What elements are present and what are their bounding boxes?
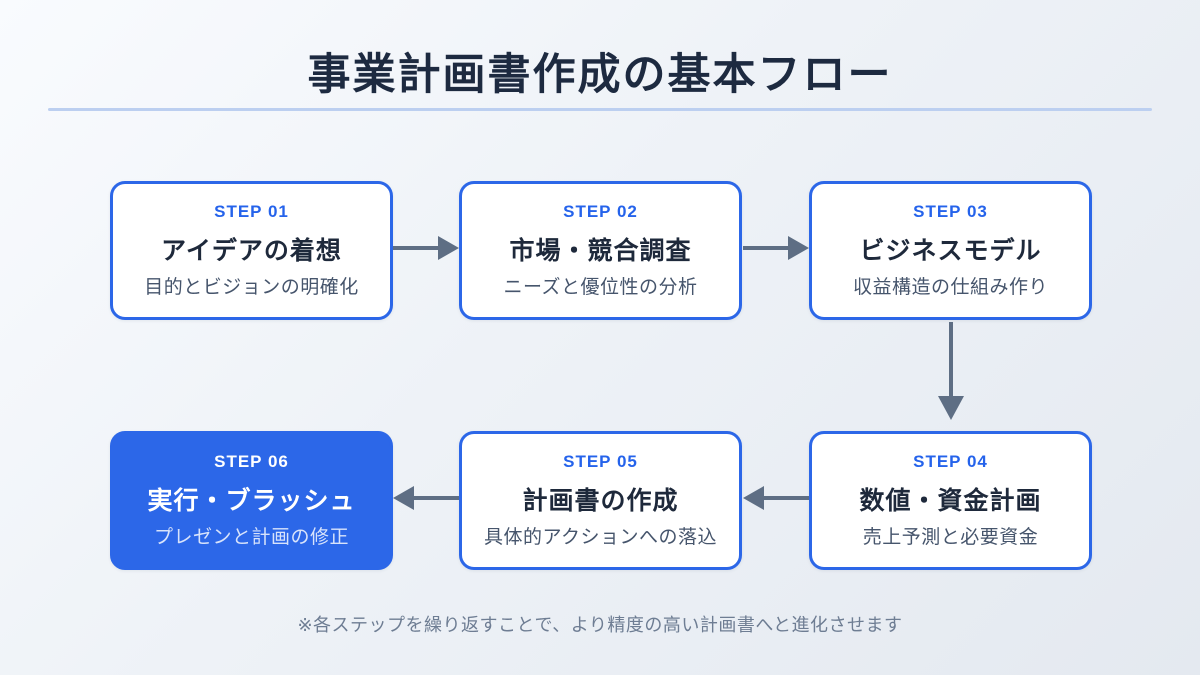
step-card-1: STEP 01 アイデアの着想 目的とビジョンの明確化 [110, 181, 393, 320]
arrow-right-icon [393, 236, 459, 260]
step-subtitle: 売上予測と必要資金 [862, 527, 1039, 548]
page-title: 事業計画書作成の基本フロー [307, 51, 893, 99]
step-card-4: STEP 04 数値・資金計画 売上予測と必要資金 [809, 431, 1092, 570]
arrow-left-icon [743, 486, 809, 510]
step-subtitle: ニーズと優位性の分析 [503, 277, 698, 298]
arrow-head [438, 236, 459, 260]
arrow-shaft [763, 496, 809, 500]
title-divider [48, 108, 1152, 111]
arrow-head [938, 396, 964, 420]
step-subtitle: プレゼンと計画の修正 [153, 527, 349, 548]
arrow-left-icon [393, 486, 459, 510]
arrow-head [393, 486, 414, 510]
step-title: 計画書の作成 [522, 487, 679, 515]
step-subtitle: 収益構造の仕組み作り [852, 277, 1048, 298]
step-label: STEP 02 [563, 202, 638, 221]
step-card-5: STEP 05 計画書の作成 具体的アクションへの落込 [459, 431, 742, 570]
step-label: STEP 06 [214, 452, 289, 471]
step-title: 市場・競合調査 [509, 237, 692, 265]
arrow-head [788, 236, 809, 260]
footnote: ※各ステップを繰り返すことで、より精度の高い計画書へと進化させます [297, 615, 903, 635]
step-subtitle: 具体的アクションへの落込 [483, 527, 718, 548]
arrow-head [743, 486, 764, 510]
step-label: STEP 03 [913, 202, 988, 221]
step-card-2: STEP 02 市場・競合調査 ニーズと優位性の分析 [459, 181, 742, 320]
step-subtitle: 目的とビジョンの明確化 [144, 277, 359, 298]
step-title: 実行・ブラッシュ [147, 487, 356, 515]
arrow-right-icon [743, 236, 809, 260]
step-card-6: STEP 06 実行・ブラッシュ プレゼンと計画の修正 [110, 431, 393, 570]
step-card-3: STEP 03 ビジネスモデル 収益構造の仕組み作り [809, 181, 1092, 320]
arrow-shaft [743, 246, 789, 250]
step-title: アイデアの着想 [161, 237, 342, 265]
step-label: STEP 01 [214, 202, 289, 221]
step-label: STEP 05 [563, 452, 638, 471]
arrow-shaft [949, 322, 953, 396]
step-label: STEP 04 [913, 452, 988, 471]
step-title: ビジネスモデル [859, 237, 1042, 265]
arrow-shaft [413, 496, 459, 500]
arrow-down-icon [938, 322, 964, 420]
step-title: 数値・資金計画 [859, 487, 1042, 515]
arrow-shaft [393, 246, 439, 250]
